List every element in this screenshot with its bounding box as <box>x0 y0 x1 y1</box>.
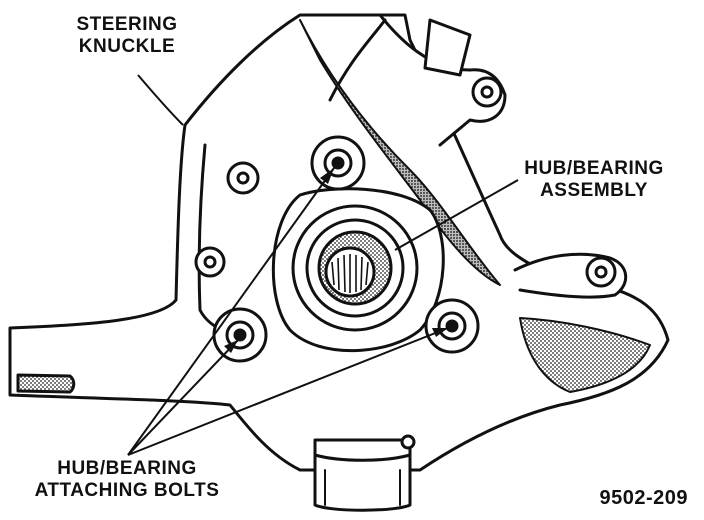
label-steering-knuckle-line2: KNUCKLE <box>78 36 176 57</box>
strut-rib <box>299 19 501 286</box>
label-bolts-line2: ATTACHING BOLTS <box>34 480 220 501</box>
upper-arm <box>378 13 507 147</box>
leader-steering-knuckle <box>137 74 184 126</box>
bolt-right <box>424 298 480 354</box>
leader-bolt-right <box>127 327 449 456</box>
figure-number: 9502-209 <box>599 487 688 509</box>
leader-bolt-top <box>127 167 335 456</box>
arrowhead-bolt-left <box>224 340 238 353</box>
label-hub-bearing-assembly-line2: ASSEMBLY <box>540 180 648 201</box>
left-arm-slot <box>16 373 76 394</box>
knuckle-hole-upper <box>226 161 260 195</box>
arrowhead-bolt-right <box>432 328 448 337</box>
lower-arm-shading <box>519 317 651 393</box>
label-steering-knuckle: STEERING KNUCKLE <box>52 14 202 58</box>
label-hub-bearing-attaching-bolts: HUB/BEARING ATTACHING BOLTS <box>12 458 242 502</box>
knuckle-hole-left <box>194 246 226 278</box>
upper-bracket-left <box>423 18 472 77</box>
label-bolts-line1: HUB/BEARING <box>57 458 197 479</box>
bottom-boss <box>313 438 412 512</box>
hub-splines <box>331 254 369 293</box>
label-hub-bearing-assembly: HUB/BEARING ASSEMBLY <box>494 158 694 202</box>
label-steering-knuckle-line1: STEERING <box>76 14 178 35</box>
knuckle-hole-strut <box>471 76 503 108</box>
knuckle-hole-arm <box>585 256 617 288</box>
leader-hub-bearing <box>394 179 519 251</box>
knuckle-hole-bottom <box>400 434 416 450</box>
label-hub-bearing-assembly-line1: HUB/BEARING <box>524 158 664 179</box>
leader-bolt-left <box>127 339 239 456</box>
inner-contour-2 <box>328 18 387 102</box>
arrowhead-bolt-top <box>320 168 334 184</box>
bolt-left <box>212 307 268 363</box>
bolt-top <box>310 135 366 191</box>
